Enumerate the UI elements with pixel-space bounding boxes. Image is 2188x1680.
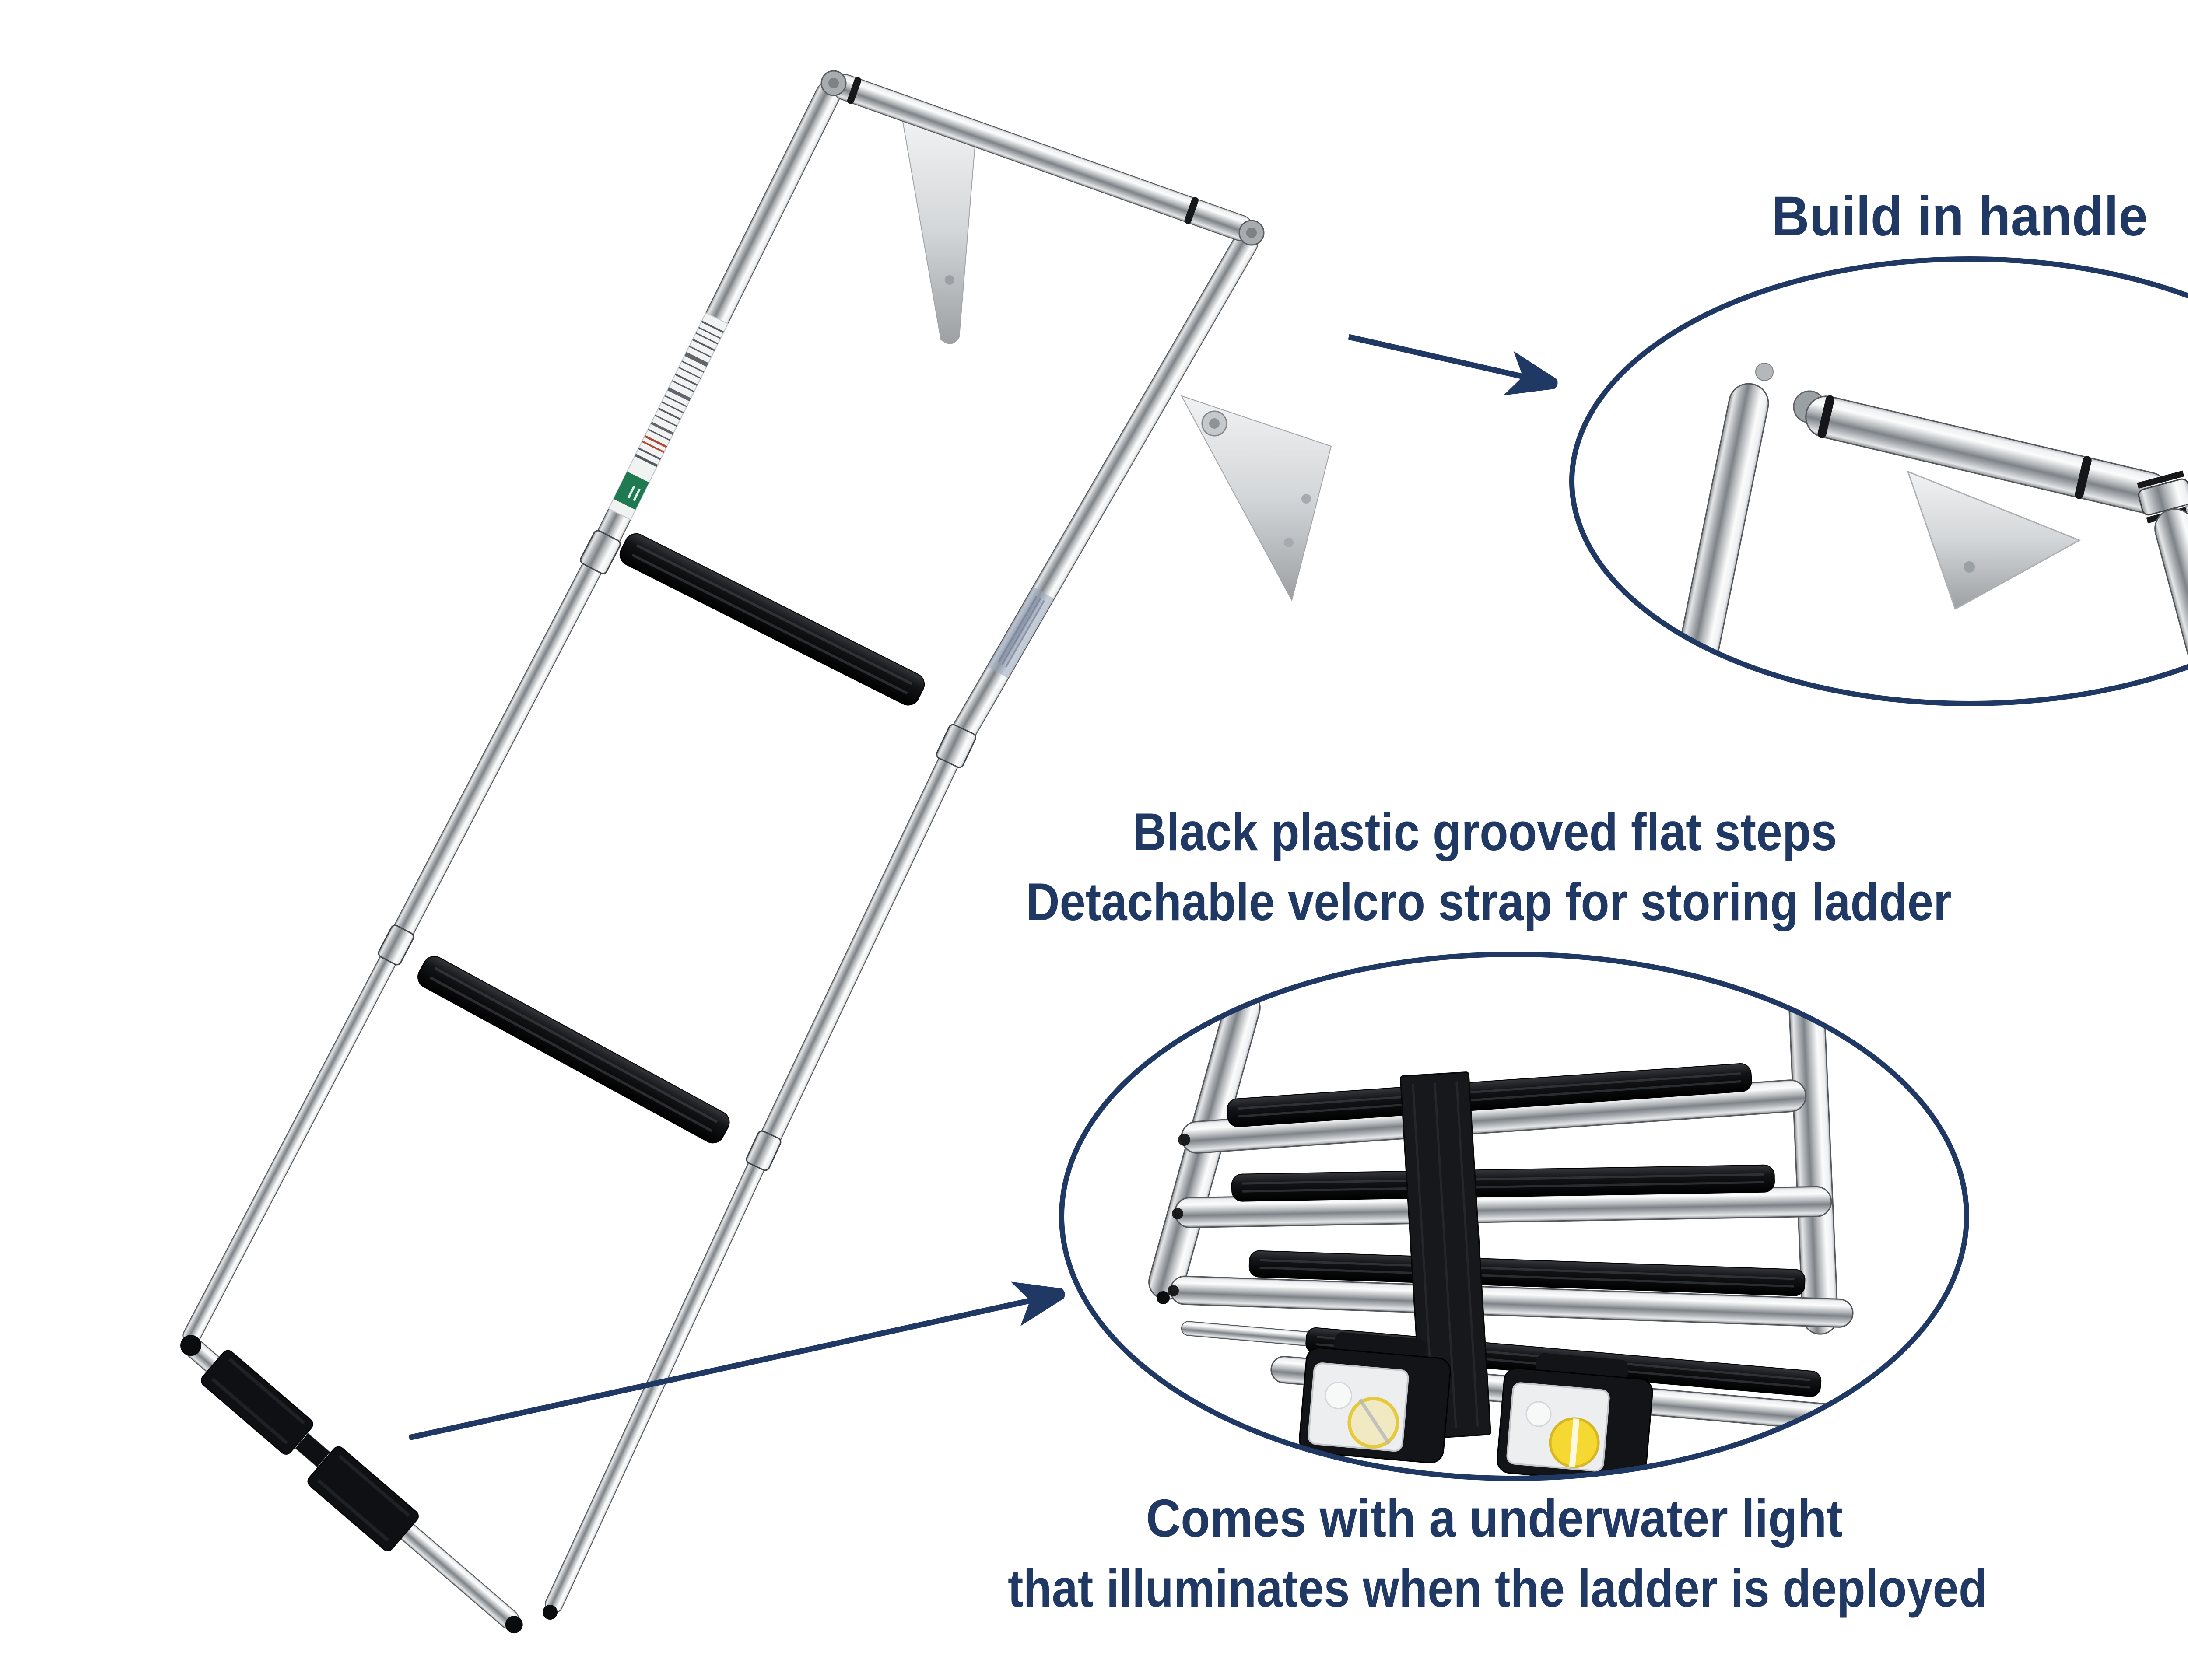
telescope-collar: [746, 1130, 782, 1171]
telescope-collar: [378, 924, 414, 966]
folded-step-1: [1227, 1063, 1752, 1127]
left-rail-middle-segment: [389, 550, 607, 947]
handle-callout-arrow-icon: [1348, 334, 1558, 396]
ladder-step-lower: [417, 956, 730, 1144]
tube-end-cap: [1168, 1285, 1179, 1296]
storage-callout-arrow-icon: [408, 1281, 1065, 1441]
bracket-hole: [1964, 561, 1975, 573]
handle-callout-circle: [1569, 256, 2188, 706]
storage-callout-photo: [1148, 956, 1904, 1477]
handle-label: Build in handle: [1771, 185, 2148, 248]
main-ladder-photo: [180, 70, 1332, 1634]
warning-sticker: [608, 312, 729, 521]
steps-label-line2: Detachable velcro strap for storing ladd…: [1026, 872, 1952, 931]
storage-callout-circle: [1059, 952, 1969, 1481]
folded-step-2: [1231, 1164, 1775, 1202]
top-mount-bracket-right: [1180, 395, 1332, 602]
rung-end-cap: [505, 1616, 523, 1634]
steps-label-line1: Black plastic grooved flat steps: [1133, 802, 1837, 861]
folded-right-rail: [1786, 956, 1839, 1335]
light-label-line1: Comes with a underwater light: [1146, 1488, 1843, 1548]
callout-bracket-left: [1907, 470, 2081, 610]
telescope-collar: [580, 530, 621, 574]
bracket-hole: [1301, 494, 1311, 504]
pivot-pin: [1755, 363, 1774, 381]
underwater-light-right: [1497, 1353, 1653, 1477]
rung-end-cap: [180, 1335, 202, 1356]
telescope-collar: [936, 724, 977, 768]
bracket-hole: [1284, 538, 1294, 547]
rail-end-cap: [543, 1605, 558, 1620]
underwater-light-left: [1299, 1332, 1451, 1463]
storage-callout: [1059, 952, 1969, 1481]
tube-end-cap: [1172, 1208, 1183, 1219]
top-mount-bracket-left: [901, 118, 976, 344]
tube-end-cap: [1157, 1291, 1170, 1304]
light-housing-stowed: [307, 1446, 419, 1551]
callout-crossbar: [1805, 395, 2170, 514]
folded-step-3: [1248, 1250, 1806, 1296]
light-label-line2: that illuminates when the ladder is depl…: [1008, 1558, 1987, 1618]
bottom-rung-assembly: [180, 1335, 523, 1634]
bracket-hole: [945, 275, 954, 285]
right-rail-top-segment: [949, 231, 1258, 748]
tube-end-cap: [1178, 1134, 1190, 1146]
folded-strap-block: [200, 1350, 313, 1455]
ladder-step-upper: [619, 533, 925, 706]
handle-crossbar: [832, 74, 1253, 241]
callout-right-rail: [2154, 508, 2188, 702]
left-rail-bottom-segment: [182, 943, 401, 1345]
handle-callout: [1569, 256, 2188, 706]
callout-left-rail: [1663, 383, 1769, 702]
right-rail-middle-segment: [757, 744, 963, 1152]
